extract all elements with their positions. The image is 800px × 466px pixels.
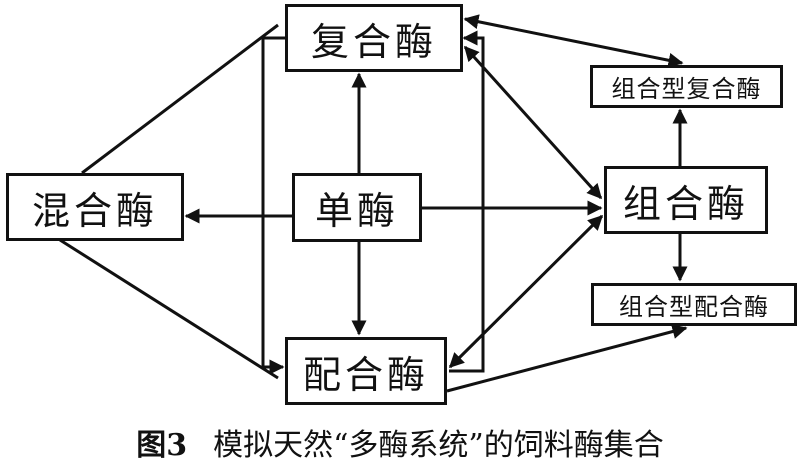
node-combined-enzyme: 组合酶 <box>604 166 768 234</box>
node-combined-compound-enzyme: 组合型复合酶 <box>590 65 783 108</box>
node-blended-enzyme: 配合酶 <box>285 337 447 405</box>
arrow-blended-combined <box>448 214 604 369</box>
node-combined-blended-enzyme: 组合型配合酶 <box>591 283 797 326</box>
arrow-compound-combined <box>463 45 603 200</box>
node-compound-enzyme: 复合酶 <box>285 4 463 72</box>
line-mixed-to-compound <box>81 23 279 175</box>
arrow-blended-combined-blended <box>446 324 688 393</box>
line-mixed-to-blended <box>59 238 279 380</box>
figure-caption-text: 模拟天然“多酶系统”的饲料酶集合 <box>213 428 664 463</box>
node-single-enzyme: 单酶 <box>292 173 422 242</box>
node-mixed-enzyme: 混合酶 <box>6 173 184 241</box>
line-left-bracket <box>261 36 285 375</box>
line-right-bracket <box>449 30 485 373</box>
arrow-compound-combined-compound <box>463 14 684 68</box>
figure-label: 图3 <box>136 428 188 463</box>
figure-caption: 图3 模拟天然“多酶系统”的饲料酶集合 <box>0 420 800 464</box>
